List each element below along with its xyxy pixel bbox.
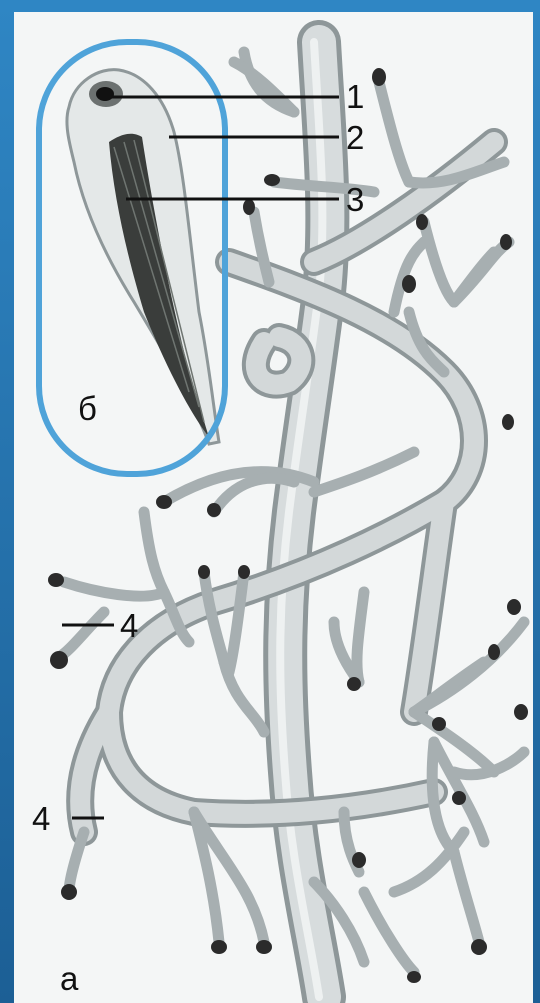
label-2: 2 [346, 119, 364, 156]
label-3: 3 [346, 181, 364, 218]
label-a-figure: а [60, 960, 79, 997]
illustration-panel: 1 2 3 4 4 б а [14, 12, 533, 1003]
label-4-lower: 4 [32, 800, 50, 837]
vessel-diagram: 1 2 3 4 4 б а [14, 12, 533, 1003]
label-4-upper: 4 [120, 607, 138, 644]
label-1: 1 [346, 78, 364, 115]
label-b-inset: б [78, 390, 97, 427]
inset-structure [67, 70, 219, 444]
